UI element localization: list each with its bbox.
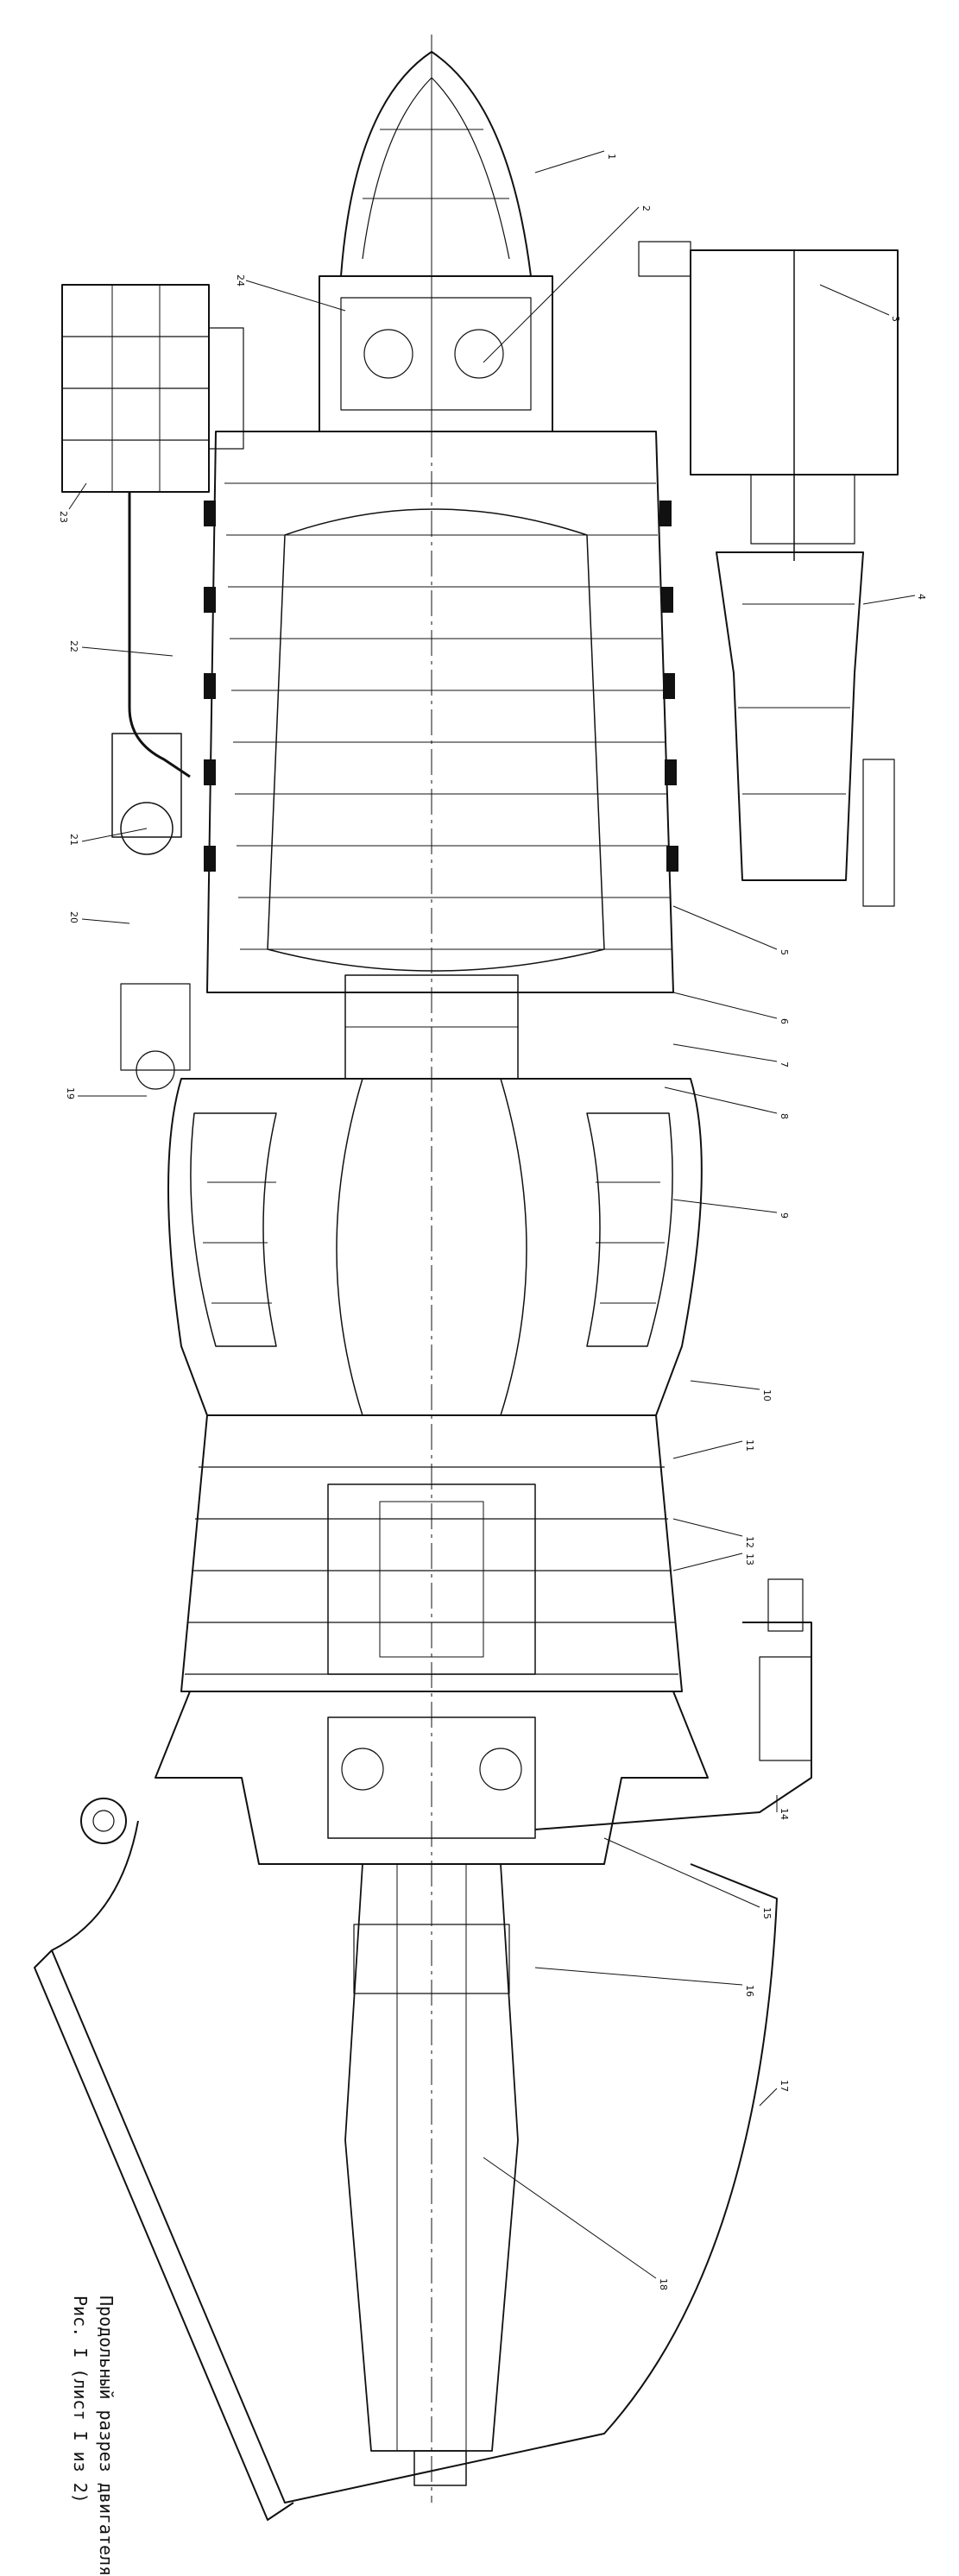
jet-pipe	[344, 1863, 519, 2452]
callout-14: 14	[779, 1808, 790, 1820]
callout-5: 5	[779, 949, 790, 955]
callout-19: 19	[65, 1087, 76, 1099]
compressor-rotor	[267, 508, 605, 972]
turbine-casing	[180, 1414, 683, 1692]
callout-16: 16	[744, 1985, 755, 1997]
callouts-right	[483, 150, 916, 2279]
fuel-control-unit	[716, 551, 864, 881]
callouts-left	[68, 280, 346, 1097]
caption-subtitle: Рис. I (лист I из 2)	[70, 2296, 91, 2504]
turbine-disc	[327, 1483, 536, 1675]
flame-tube-left	[190, 1112, 277, 1347]
reduction-gearbox	[319, 275, 553, 432]
callout-22: 22	[68, 640, 79, 652]
callout-numbers-right: 1 2 3 4 5 6 7 8 9 10 11 12 13 14 15 16 1…	[606, 154, 927, 2290]
callout-21: 21	[68, 834, 79, 846]
callout-10: 10	[761, 1389, 773, 1401]
exhaust-duct	[51, 1820, 778, 2504]
callout-13: 13	[744, 1553, 755, 1565]
compressor-stages	[224, 482, 672, 950]
caption-title: Продольный разрез двигателя	[96, 2296, 117, 2576]
callout-3: 3	[890, 316, 901, 322]
callout-23: 23	[58, 511, 69, 523]
combustion-chamber-outer	[167, 1078, 703, 1416]
rear-bearing	[327, 1716, 536, 1839]
callout-18: 18	[658, 2278, 669, 2290]
flame-tube-right	[586, 1112, 673, 1347]
callout-20: 20	[68, 911, 79, 923]
callout-numbers-left: 19 20 21 22 23 24	[58, 274, 246, 1099]
callout-24: 24	[235, 274, 246, 287]
exhaust-cone	[155, 1691, 709, 1865]
turbine-stages	[185, 1466, 678, 1675]
callout-2: 2	[640, 205, 652, 211]
nose-spinner	[340, 51, 532, 277]
callout-8: 8	[779, 1113, 790, 1119]
callout-7: 7	[779, 1061, 790, 1068]
callout-17: 17	[779, 2080, 790, 2092]
callout-12: 12	[744, 1536, 755, 1548]
callout-1: 1	[606, 154, 617, 160]
callout-15: 15	[761, 1907, 773, 1919]
callout-11: 11	[744, 1439, 755, 1452]
fuel-manifold	[534, 1622, 812, 1830]
callout-9: 9	[779, 1212, 790, 1219]
callout-6: 6	[779, 1018, 790, 1024]
bleed-pipe	[128, 492, 191, 778]
callout-4: 4	[916, 594, 927, 600]
